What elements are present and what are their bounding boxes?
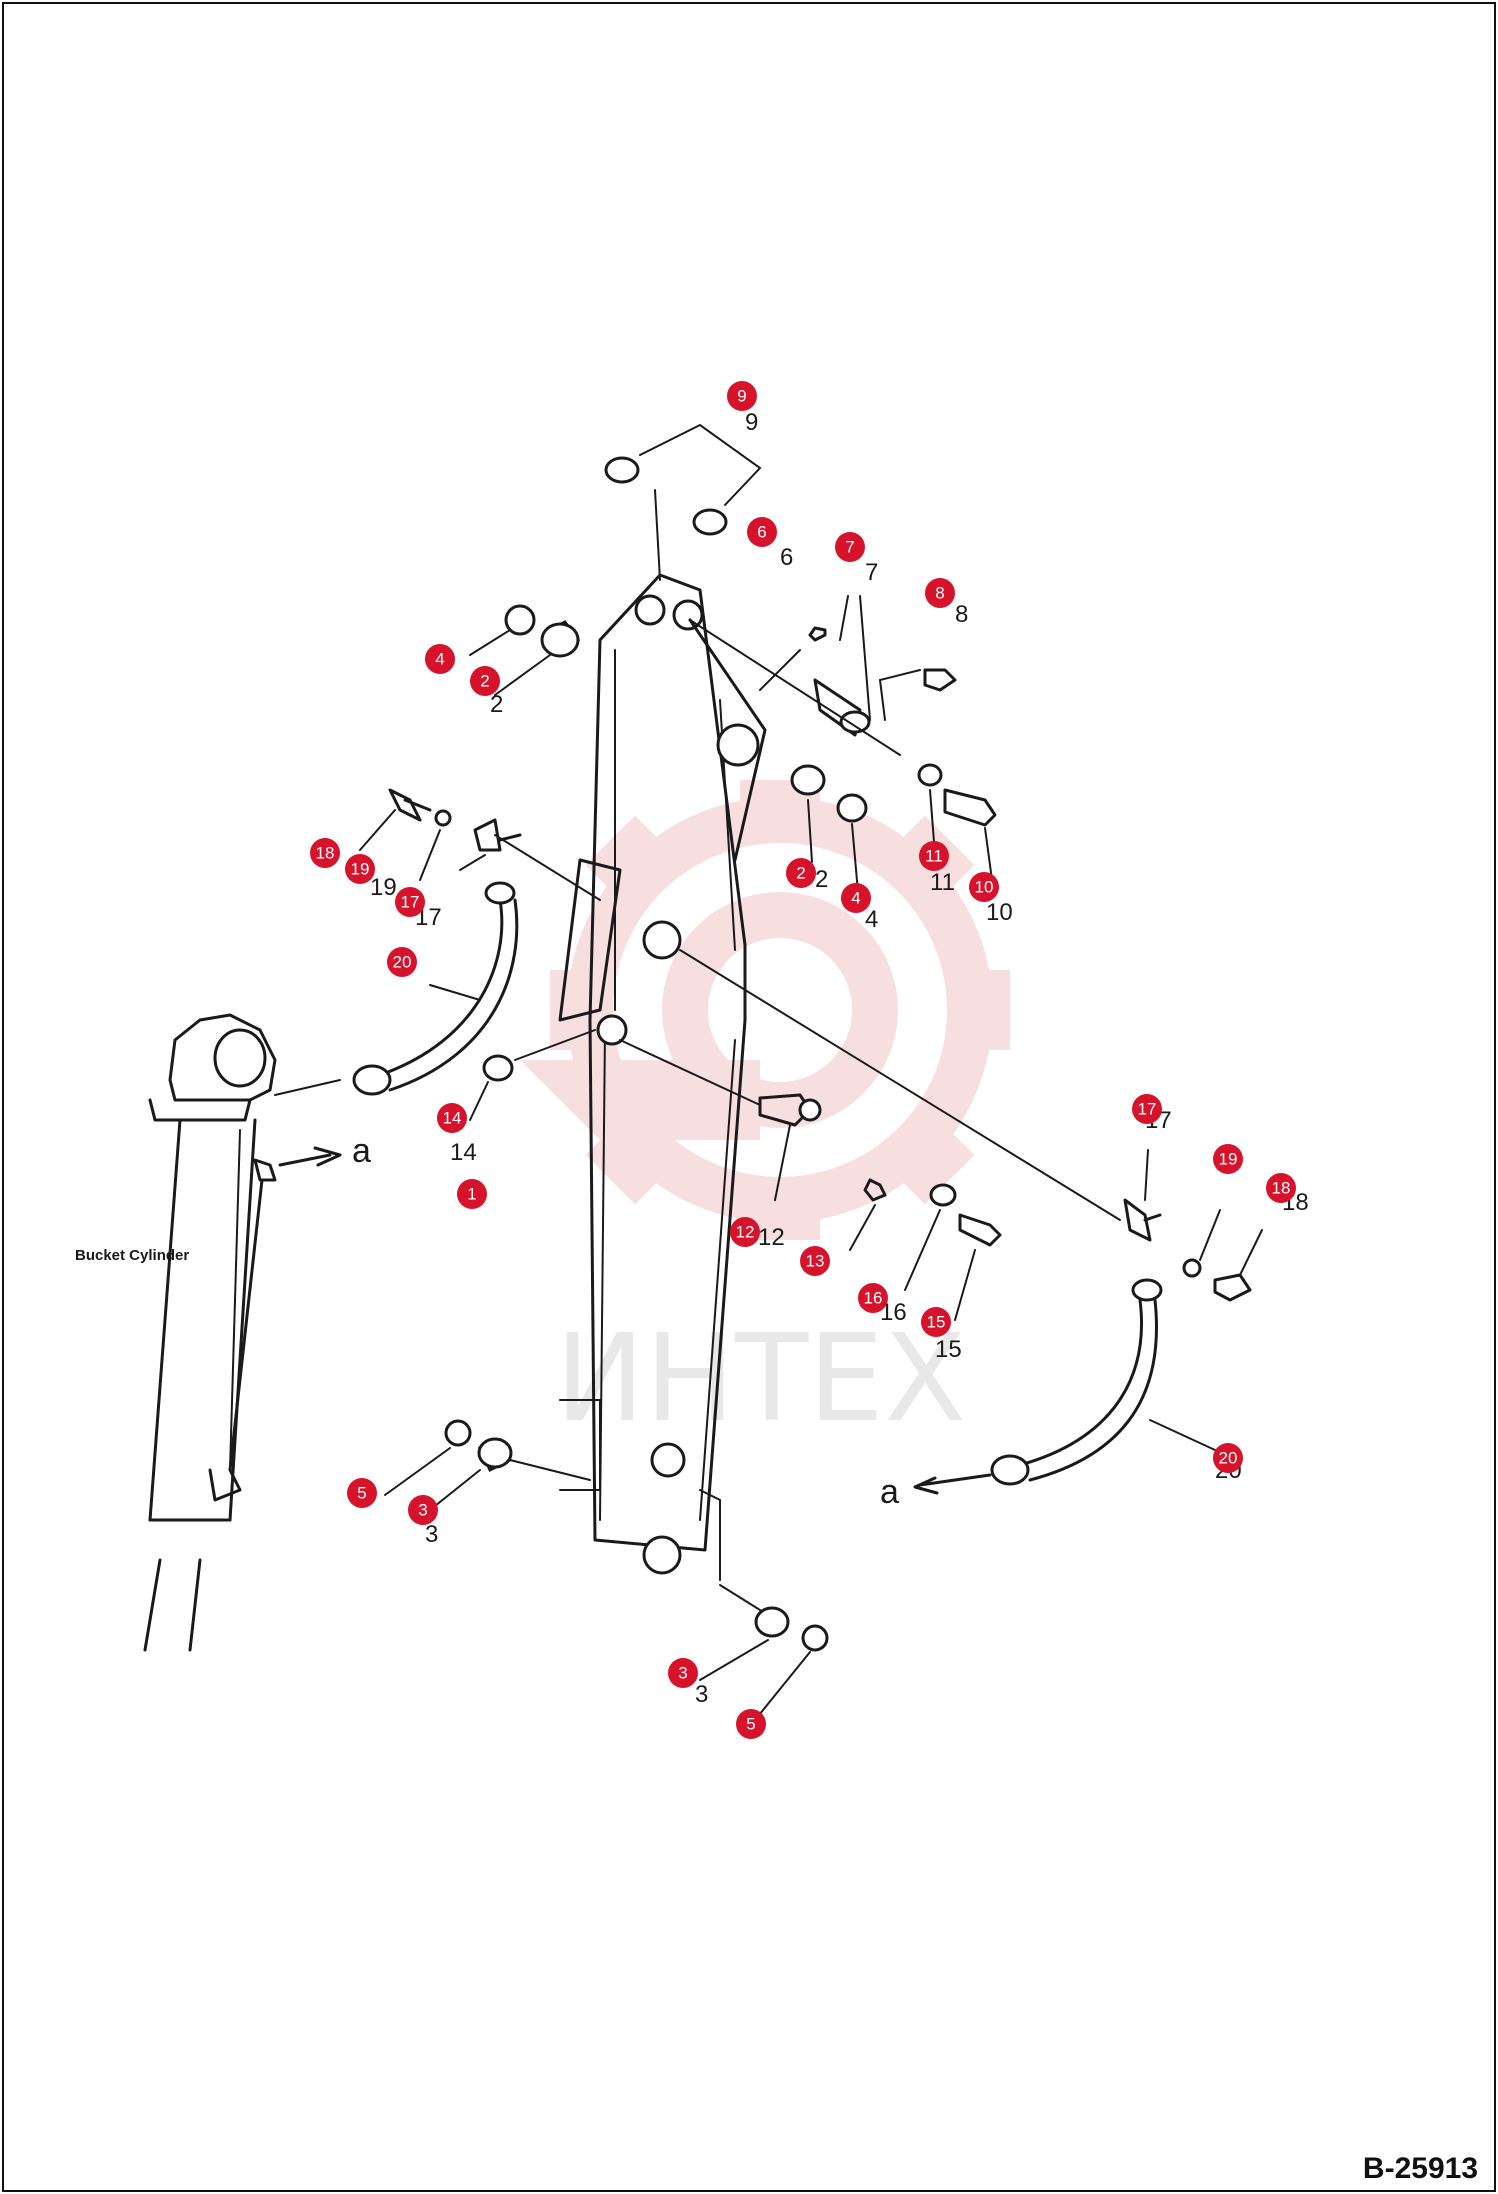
svg-text:20: 20 xyxy=(1219,1449,1238,1468)
washer-14 xyxy=(469,1029,596,1121)
arm xyxy=(558,573,767,1581)
callout-19a[interactable]: 19 xyxy=(345,854,375,884)
callout-1[interactable]: 1 xyxy=(457,1179,487,1209)
printed-8: 8 xyxy=(955,601,968,628)
svg-text:14: 14 xyxy=(443,1109,462,1128)
callout-9[interactable]: 9 xyxy=(727,381,757,411)
svg-text:4: 4 xyxy=(435,650,444,669)
svg-text:17: 17 xyxy=(401,893,420,912)
bushings-bottom xyxy=(384,1419,829,1721)
printed-3a: 3 xyxy=(425,1521,438,1548)
svg-text:15: 15 xyxy=(927,1313,946,1332)
callout-2b[interactable]: 2 xyxy=(786,858,816,888)
callout-badges: 9 6 7 8 4 2 2 4 11 10 18 19 17 20 14 1 1… xyxy=(310,381,1296,1739)
callout-11[interactable]: 11 xyxy=(919,841,949,871)
svg-text:5: 5 xyxy=(357,1484,366,1503)
svg-text:2: 2 xyxy=(796,864,805,883)
printed-15: 15 xyxy=(935,1336,962,1363)
document-code: B-25913 xyxy=(1362,2152,1478,2185)
svg-text:5: 5 xyxy=(746,1715,755,1734)
bracket-left xyxy=(359,788,601,901)
svg-text:12: 12 xyxy=(736,1223,755,1242)
arrow-a-left-label: a xyxy=(352,1132,371,1170)
arrow-a-right-label: a xyxy=(880,1473,899,1511)
callout-17a[interactable]: 17 xyxy=(395,887,425,917)
bucket-cylinder-label: Bucket Cylinder xyxy=(75,1247,189,1264)
printed-10: 10 xyxy=(986,899,1013,926)
callout-16[interactable]: 16 xyxy=(858,1283,888,1313)
callout-5a[interactable]: 5 xyxy=(347,1478,377,1508)
printed-12: 12 xyxy=(758,1224,785,1251)
callout-10[interactable]: 10 xyxy=(969,872,999,902)
callout-18b[interactable]: 18 xyxy=(1266,1173,1296,1203)
callout-13[interactable]: 13 xyxy=(800,1246,830,1276)
printed-19a: 19 xyxy=(370,874,397,901)
callout-3a[interactable]: 3 xyxy=(408,1495,438,1525)
callout-5b[interactable]: 5 xyxy=(736,1709,766,1739)
svg-text:18: 18 xyxy=(1272,1179,1291,1198)
svg-text:3: 3 xyxy=(678,1664,687,1683)
printed-2b: 2 xyxy=(815,866,828,893)
hose-left xyxy=(352,881,519,1096)
svg-text:20: 20 xyxy=(393,953,412,972)
callout-20a[interactable]: 20 xyxy=(387,947,417,977)
callout-7[interactable]: 7 xyxy=(835,532,865,562)
callout-20b[interactable]: 20 xyxy=(1213,1443,1243,1473)
printed-14: 14 xyxy=(450,1139,477,1166)
callout-15[interactable]: 15 xyxy=(921,1307,951,1337)
svg-text:8: 8 xyxy=(935,584,944,603)
callout-6[interactable]: 6 xyxy=(747,517,777,547)
svg-text:19: 19 xyxy=(1219,1150,1238,1169)
callout-2a[interactable]: 2 xyxy=(470,666,500,696)
printed-3b: 3 xyxy=(695,1681,708,1708)
bucket-cylinder: Bucket Cylinder a xyxy=(75,1013,371,1652)
callout-3b[interactable]: 3 xyxy=(668,1658,698,1688)
callout-8[interactable]: 8 xyxy=(925,578,955,608)
printed-9: 9 xyxy=(745,409,758,436)
callout-17b[interactable]: 17 xyxy=(1132,1094,1162,1124)
svg-text:2: 2 xyxy=(480,672,489,691)
printed-11: 11 xyxy=(930,869,955,896)
watermark-text: ИНТЕХ xyxy=(555,1310,966,1449)
svg-text:18: 18 xyxy=(316,844,335,863)
svg-text:6: 6 xyxy=(757,523,766,542)
svg-text:1: 1 xyxy=(467,1185,476,1204)
bushings-left-top xyxy=(469,604,581,696)
pin-lines xyxy=(619,949,1121,1221)
pin-6-7-8 xyxy=(689,595,957,756)
svg-text:19: 19 xyxy=(351,860,370,879)
svg-text:10: 10 xyxy=(975,878,994,897)
svg-text:7: 7 xyxy=(845,538,854,557)
bracket-right xyxy=(1123,1149,1263,1302)
svg-text:16: 16 xyxy=(864,1289,883,1308)
callout-12[interactable]: 12 xyxy=(730,1217,760,1247)
svg-text:17: 17 xyxy=(1138,1100,1157,1119)
hose-right: a xyxy=(880,1278,1216,1511)
printed-2a: 2 xyxy=(490,691,503,718)
callout-4a[interactable]: 4 xyxy=(425,644,455,674)
svg-text:3: 3 xyxy=(418,1501,427,1520)
printed-6: 6 xyxy=(780,544,793,571)
svg-text:11: 11 xyxy=(925,847,943,866)
callout-14[interactable]: 14 xyxy=(437,1103,467,1133)
shims-9 xyxy=(604,423,762,581)
svg-text:9: 9 xyxy=(737,387,746,406)
svg-text:4: 4 xyxy=(851,889,860,908)
printed-7: 7 xyxy=(865,559,878,586)
svg-text:13: 13 xyxy=(806,1252,825,1271)
bolt-10-washer-11 xyxy=(917,763,997,881)
printed-4b: 4 xyxy=(865,906,878,933)
callout-18a[interactable]: 18 xyxy=(310,838,340,868)
callout-19b[interactable]: 19 xyxy=(1213,1144,1243,1174)
callout-4b[interactable]: 4 xyxy=(841,883,871,913)
bushings-right xyxy=(790,764,868,893)
pin-12-group xyxy=(758,1093,1002,1321)
